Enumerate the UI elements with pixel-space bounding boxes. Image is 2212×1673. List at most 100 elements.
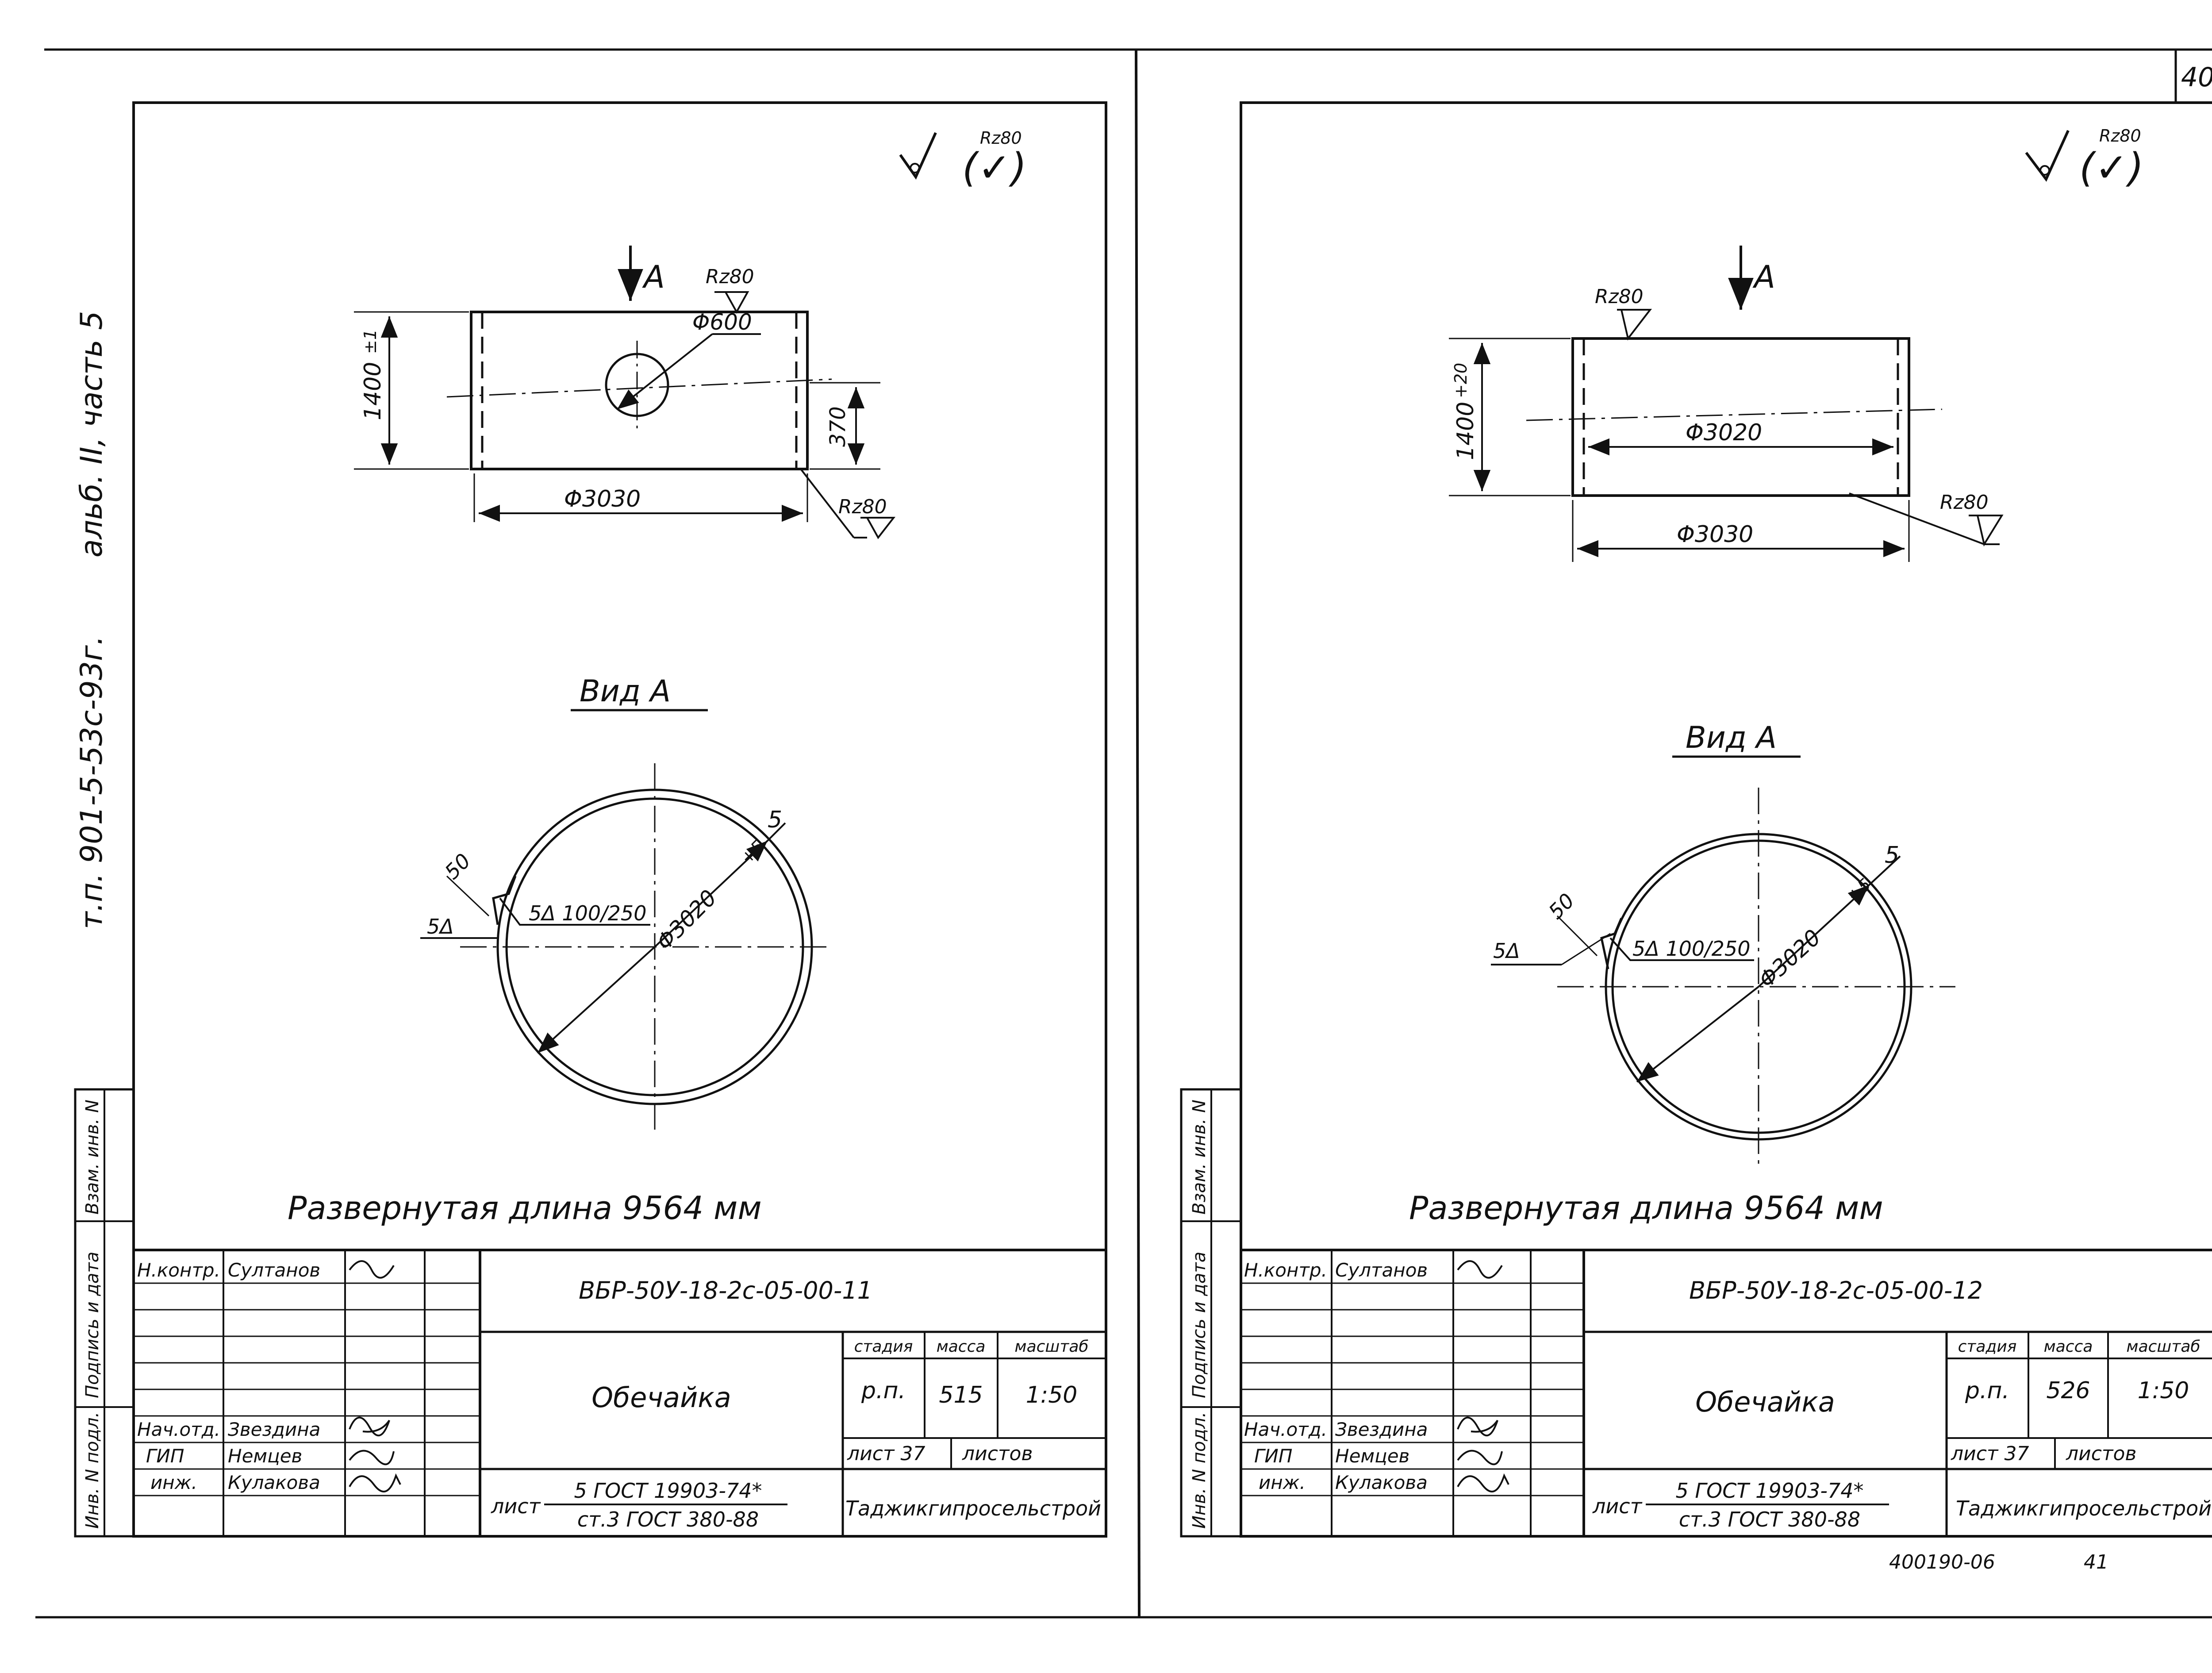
view-title-right: Вид А <box>1686 720 1777 755</box>
stamp-zam-right: Взам. инв. N <box>1189 1100 1210 1215</box>
role-1-left: Нач.отд. <box>137 1419 220 1440</box>
stamp-inv-left: Инв. N подл. <box>82 1412 103 1529</box>
mass-header-right: масса <box>2044 1338 2093 1356</box>
roughness-note-left: (✓) <box>962 145 1027 191</box>
signature-1-right <box>1457 1416 1498 1437</box>
name-1-right: Звездина <box>1335 1419 1428 1440</box>
name-0-left: Султанов <box>228 1259 320 1281</box>
stage-value-left: р.п. <box>861 1377 906 1404</box>
material-top-right: 5 ГОСТ 19903-74* <box>1675 1479 1863 1503</box>
org-left: Таджикгипросельстрой <box>845 1496 1101 1520</box>
material-bottom-right: ст.3 ГОСТ 380-88 <box>1679 1508 1860 1531</box>
material-top-left: 5 ГОСТ 19903-74* <box>574 1479 762 1503</box>
stamp-podpis-left: Подпись и дата <box>82 1252 103 1398</box>
series-label: т.п. 901-5-53с-93г. <box>74 636 109 929</box>
hole-diameter-left: Φ600 <box>692 309 752 335</box>
view-gap-left: 50 <box>440 849 476 884</box>
sheets-count-right: листов <box>2066 1442 2136 1465</box>
role-1-right: Нач.отд. <box>1244 1419 1327 1440</box>
hole-offset-left: 370 <box>826 406 850 447</box>
outer-diameter-right: Φ3030 <box>1677 521 1753 548</box>
part-name-right: Обечайка <box>1695 1386 1835 1418</box>
center-divider <box>1135 49 1141 1618</box>
mass-value-left: 515 <box>939 1382 983 1408</box>
name-2-right: Немцев <box>1335 1445 1409 1467</box>
roughness-note-right: (✓) <box>2079 145 2144 191</box>
material-prefix-right: лист <box>1592 1494 1643 1518</box>
view-title-left: Вид А <box>580 674 671 709</box>
stamp-inv-right: Инв. N подл. <box>1189 1412 1210 1529</box>
role-0-right: Н.контр. <box>1244 1259 1327 1281</box>
view-thickness-left: 5 <box>768 807 782 833</box>
unfolded-length-left: Развернутая длина 9564 мм <box>288 1189 762 1227</box>
scale-header-right: масштаб <box>2126 1338 2200 1356</box>
sheets-count-left: листов <box>962 1442 1033 1465</box>
name-3-right: Кулакова <box>1335 1472 1428 1493</box>
rough-bottom-right: Rz80 <box>1940 491 1989 514</box>
material-prefix-left: лист <box>491 1494 541 1518</box>
view-inner-dia-left: Φ3020 <box>651 885 722 955</box>
role-2-left: ГИП <box>146 1445 184 1467</box>
view-thickness-right: 5 <box>1885 842 1899 869</box>
sheet-left: Взам. инв. N Подпись и дата Инв. N подл.… <box>74 101 1107 1538</box>
shell-front-view-left <box>470 311 809 470</box>
height-dim-left: 1400 <box>360 362 386 420</box>
archive-sheet: 41 <box>2084 1551 2108 1573</box>
title-block-right: Н.контр. Султанов Нач.отд. Звездина ГИП … <box>1241 1249 2212 1536</box>
title-block-left: Н.контр. Султанов Нач.отд. Звездина ГИП … <box>134 1249 1106 1536</box>
part-name-left: Обечайка <box>591 1381 731 1414</box>
rough-top-right: Rz80 <box>1595 285 1644 308</box>
view-weld-main-right: 5Δ 100/250 <box>1632 937 1750 961</box>
unfolded-length-right: Развернутая длина 9564 мм <box>1409 1189 1883 1227</box>
scale-value-left: 1:50 <box>1026 1382 1078 1408</box>
name-1-left: Звездина <box>228 1419 320 1440</box>
org-right: Таджикгипросельстрой <box>1956 1496 2212 1520</box>
signature-0-right <box>1457 1260 1503 1279</box>
height-tol-right: +20 <box>1451 363 1471 398</box>
view-weld-main-left: 5Δ 100/250 <box>529 901 646 925</box>
stage-header-right: стадия <box>1958 1338 2017 1356</box>
height-tol-left: ±1 <box>361 329 380 354</box>
archive-number: 400190-06 <box>1889 1551 1995 1573</box>
shell-front-view-right <box>1571 337 1910 497</box>
album-label: альб. II, часть 5 <box>74 311 109 558</box>
role-2-right: ГИП <box>1254 1445 1292 1467</box>
view-gap-right: 50 <box>1544 888 1579 924</box>
inner-diameter-right: Φ3020 <box>1686 419 1762 446</box>
name-3-left: Кулакова <box>228 1472 320 1493</box>
view-arrow-label-right: A <box>1752 259 1775 295</box>
roughness-mark-left <box>899 132 937 180</box>
stage-value-right: р.п. <box>1965 1377 2009 1404</box>
role-0-left: Н.контр. <box>137 1259 220 1281</box>
view-inner-tol-right: +5 <box>1843 874 1875 905</box>
view-inner-dia-right: Φ3020 <box>1754 924 1826 993</box>
mass-value-right: 526 <box>2046 1377 2090 1404</box>
page-number: 40 <box>2181 62 2212 93</box>
signature-1-left <box>349 1416 390 1437</box>
stamp-zam-left: Взам. инв. N <box>82 1100 103 1215</box>
signature-2-left <box>349 1450 395 1465</box>
drawing-code-right: ВБР-50У-18-2с-05-00-12 <box>1689 1277 1983 1304</box>
sheet-no-left: лист 37 <box>847 1442 926 1465</box>
rough-top-left: Rz80 <box>706 265 754 288</box>
view-weld-left-left: 5Δ <box>427 915 454 938</box>
scale-header-left: масштаб <box>1014 1338 1088 1356</box>
sheet-right: Взам. инв. N Подпись и дата Инв. N подл.… <box>1180 101 2212 1573</box>
material-bottom-left: ст.3 ГОСТ 380-88 <box>577 1508 759 1531</box>
rough-bottom-left: Rz80 <box>838 496 887 518</box>
sheet-no-right: лист 37 <box>1951 1442 2029 1465</box>
view-inner-tol-left: +5 <box>737 837 768 868</box>
name-2-left: Немцев <box>228 1445 302 1467</box>
frame-right <box>1240 101 2212 1538</box>
scale-value-right: 1:50 <box>2138 1377 2189 1404</box>
name-0-right: Султанов <box>1335 1259 1428 1281</box>
mass-header-left: масса <box>937 1338 986 1356</box>
roughness-value-left: Rz80 <box>980 128 1022 148</box>
role-3-left: инж. <box>150 1472 197 1493</box>
view-arrow-label-left: A <box>642 259 665 295</box>
frame-left <box>132 101 1107 1538</box>
signature-2-right <box>1457 1450 1503 1465</box>
signature-3-right <box>1457 1473 1509 1492</box>
signature-0-left <box>349 1260 395 1279</box>
